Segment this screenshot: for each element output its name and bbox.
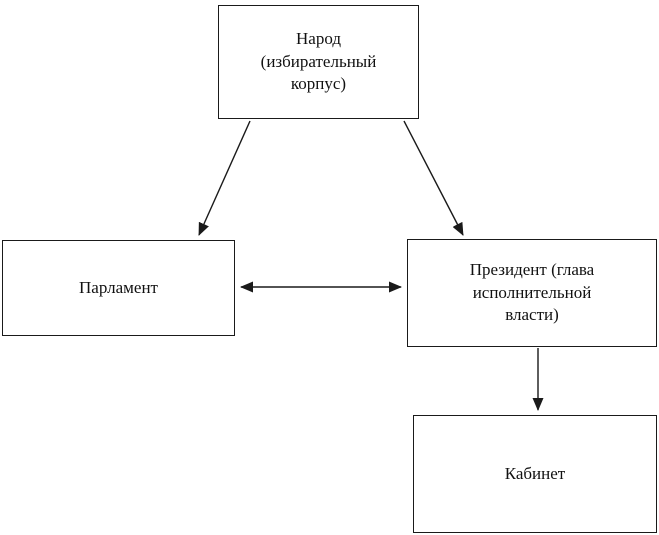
node-president: Президент (глава исполнительной власти) [407, 239, 657, 347]
node-president-label: Президент (глава исполнительной власти) [469, 259, 595, 325]
node-people-label: Народ (избирательный корпус) [260, 28, 377, 94]
arrow-people-to-parliament [198, 120, 251, 236]
arrow-people-to-president [403, 120, 464, 236]
node-cabinet: Кабинет [413, 415, 657, 533]
node-people: Народ (избирательный корпус) [218, 5, 419, 119]
node-cabinet-label: Кабинет [504, 463, 566, 483]
node-parliament: Парламент [2, 240, 235, 336]
node-parliament-label: Парламент [79, 277, 158, 297]
